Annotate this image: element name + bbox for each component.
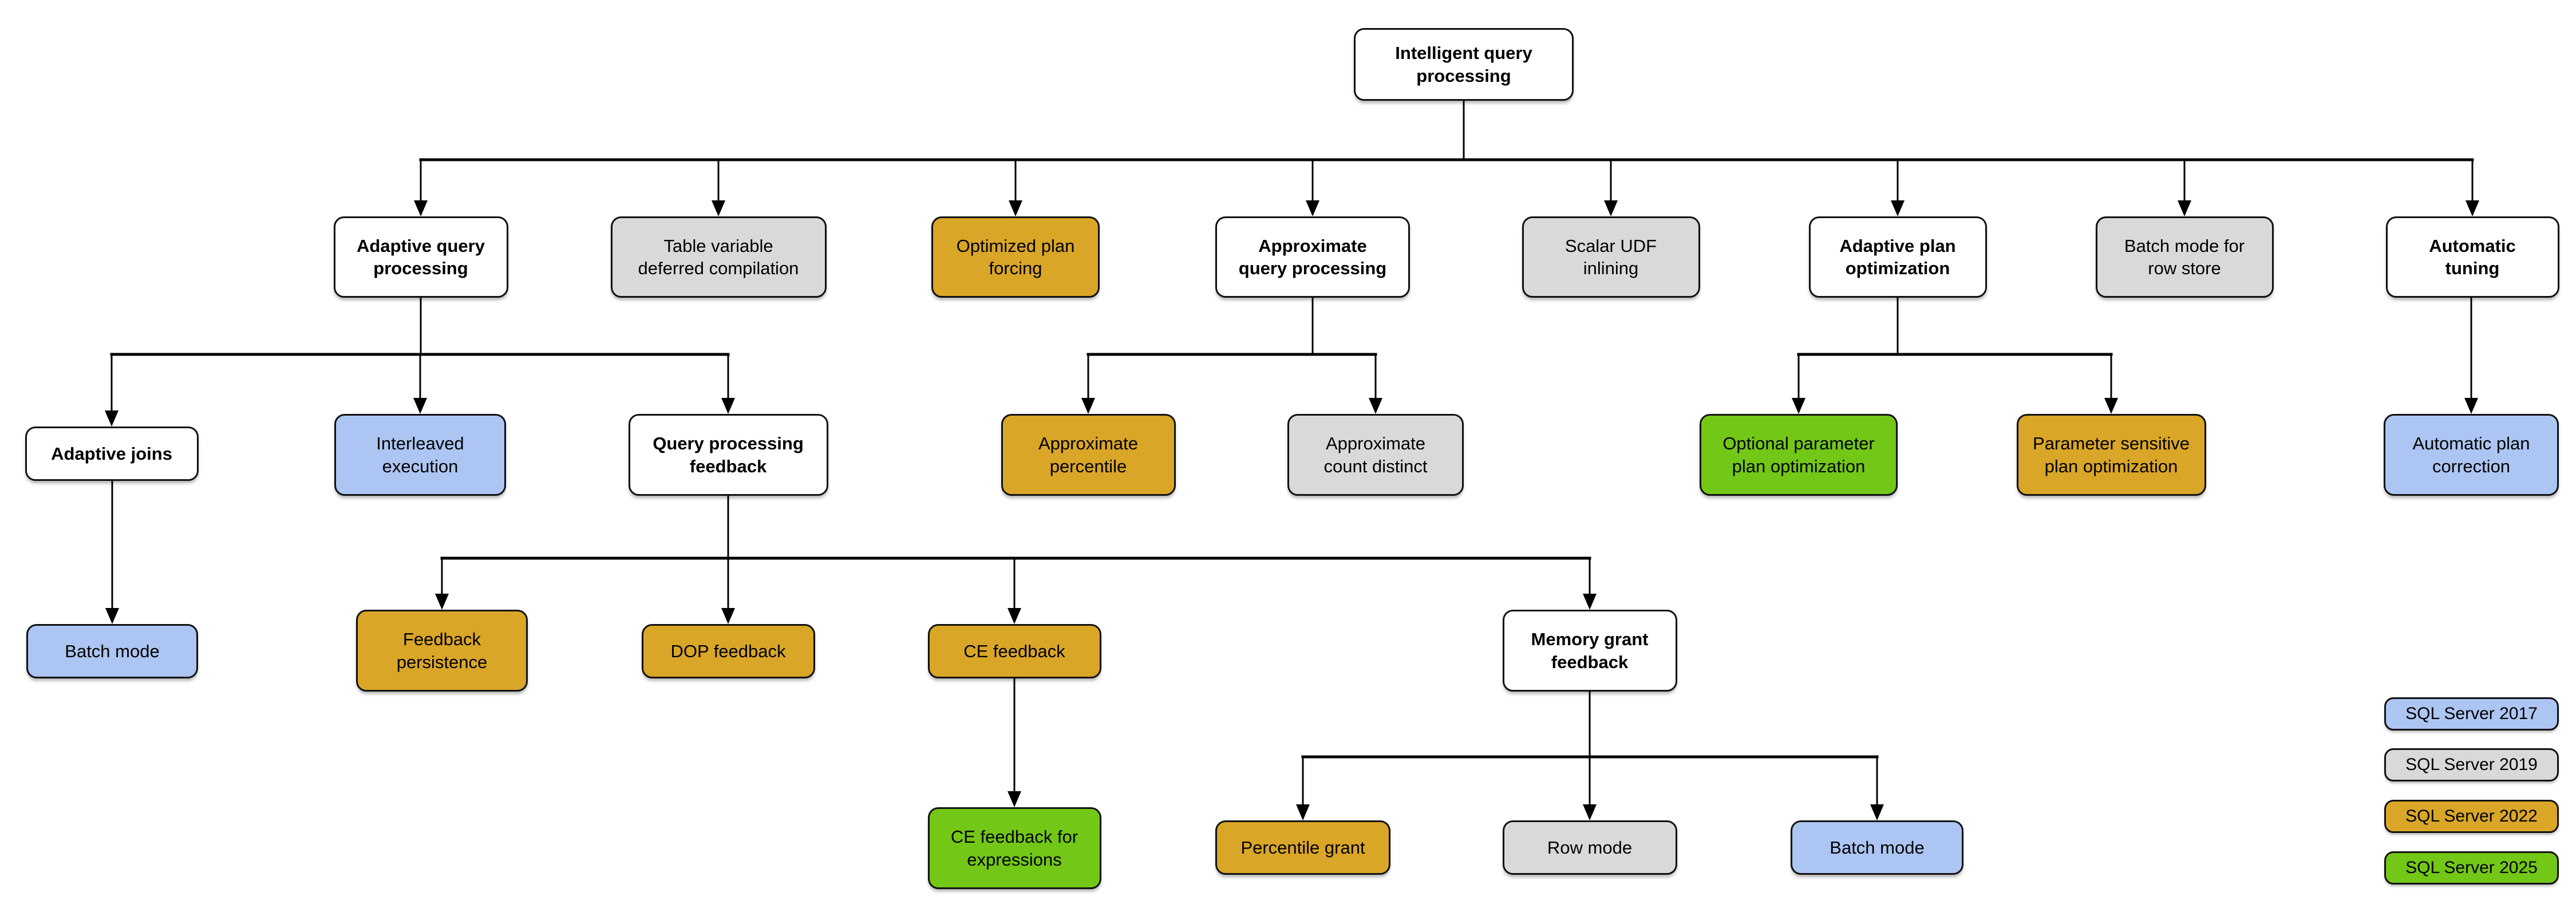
node-rm: Row mode [1502,820,1677,875]
node-fp: Feedback persistence [356,610,528,692]
node-apc: Automatic plan correction [2384,414,2559,496]
node-cefe: CE feedback for expressions [927,807,1101,889]
node-bm2: Batch mode [1791,820,1963,875]
node-at: Automatic tuning [2385,216,2559,298]
node-acd: Approximate count distinct [1287,414,1464,496]
node-bmrs: Batch mode for row store [2095,216,2274,298]
node-dopf: DOP feedback [641,624,815,678]
node-aj: Adaptive joins [25,427,199,481]
legend-item-sql-server-2017: SQL Server 2017 [2384,697,2559,731]
node-opf: Optimized plan forcing [931,216,1100,298]
node-qpf: Query processing feedback [628,414,828,496]
node-mgf: Memory grant feedback [1502,610,1677,692]
node-pg: Percentile grant [1215,820,1390,875]
node-tvdc: Table variable deferred compilation [610,216,827,298]
legend-item-sql-server-2025: SQL Server 2025 [2384,851,2559,885]
node-ie: Interleaved execution [334,414,506,496]
legend-item-sql-server-2022: SQL Server 2022 [2384,800,2559,833]
node-cef: CE feedback [927,624,1101,678]
node-ap: Approximate percentile [1001,414,1176,496]
legend-item-sql-server-2019: SQL Server 2019 [2384,748,2559,781]
node-apo: Adaptive plan optimization [1808,216,1987,298]
node-aqp: Adaptive query processing [333,216,508,298]
node-sudf: Scalar UDF inlining [1522,216,1700,298]
node-oppo: Optional parameter plan optimization [1700,414,1898,496]
node-pspo: Parameter sensitive plan optimization [2016,414,2206,496]
node-iqp: Intelligent query processing [1354,28,1574,101]
node-bm1: Batch mode [26,624,198,678]
node-apqp: Approximate query processing [1215,216,1410,298]
